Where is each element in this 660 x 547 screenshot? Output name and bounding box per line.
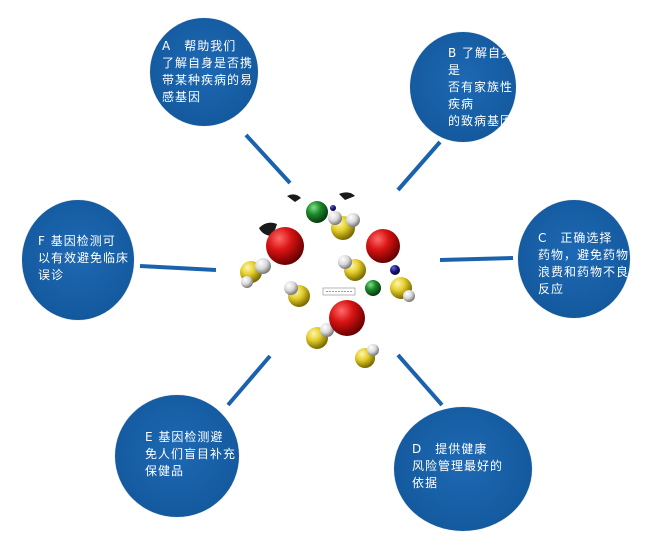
benefit-node-d: D 提供健康 风险管理最好的 依据: [394, 407, 532, 531]
hydrogen-atom: [403, 290, 415, 302]
oxygen-atom: [266, 227, 304, 265]
hydrogen-atom: [320, 323, 334, 337]
connector-f: [139, 264, 217, 272]
hydrogen-atom: [255, 258, 271, 274]
benefit-text-c: C 正确选择 药物，避免药物 浪费和药物不良 反应: [538, 231, 630, 296]
benefit-text-f: F 基因检测可 以有效避免临床 误诊: [38, 233, 130, 282]
connector-b: [396, 140, 442, 192]
molecule-illustration: [240, 192, 415, 368]
connector-c: [439, 256, 514, 262]
hydrogen-atom: [367, 344, 379, 356]
carbon-atom: [306, 201, 328, 223]
connector-d: [396, 353, 444, 407]
hydrogen-atom: [346, 213, 360, 227]
nitrogen-atom: [330, 205, 336, 211]
benefit-node-e: E 基因检测避 免人们盲目补充 保健品: [115, 395, 239, 517]
benefit-text-b: B 了解自身是 否有家族性疾病 的致病基因: [448, 45, 515, 128]
benefit-text-e: E 基因检测避 免人们盲目补充 保健品: [145, 429, 237, 478]
benefit-node-a: A 帮助我们 了解自身是否携 带某种疾病的易 感基因: [150, 18, 258, 126]
benefit-node-c: C 正确选择 药物，避免药物 浪费和药物不良 反应: [518, 200, 630, 318]
hydrogen-atom: [284, 281, 298, 295]
hydrogen-atom: [338, 255, 352, 269]
connector-a: [244, 133, 292, 185]
carbon-atom: [365, 280, 381, 296]
benefit-text-a: A 帮助我们 了解自身是否携 带某种疾病的易 感基因: [162, 39, 254, 104]
bond-fragment: [339, 192, 355, 200]
benefit-node-b: B 了解自身是 否有家族性疾病 的致病基因: [410, 32, 516, 142]
oxygen-atom: [329, 300, 365, 336]
oxygen-atom: [366, 229, 400, 263]
benefit-text-d: D 提供健康 风险管理最好的 依据: [412, 441, 504, 490]
hydrogen-atom: [241, 276, 253, 288]
connector-e: [226, 354, 272, 407]
bond-fragment: [287, 194, 301, 202]
benefit-node-f: F 基因检测可 以有效避免临床 误诊: [22, 200, 134, 320]
hydrogen-atom: [328, 211, 342, 225]
nitrogen-atom: [390, 265, 400, 275]
